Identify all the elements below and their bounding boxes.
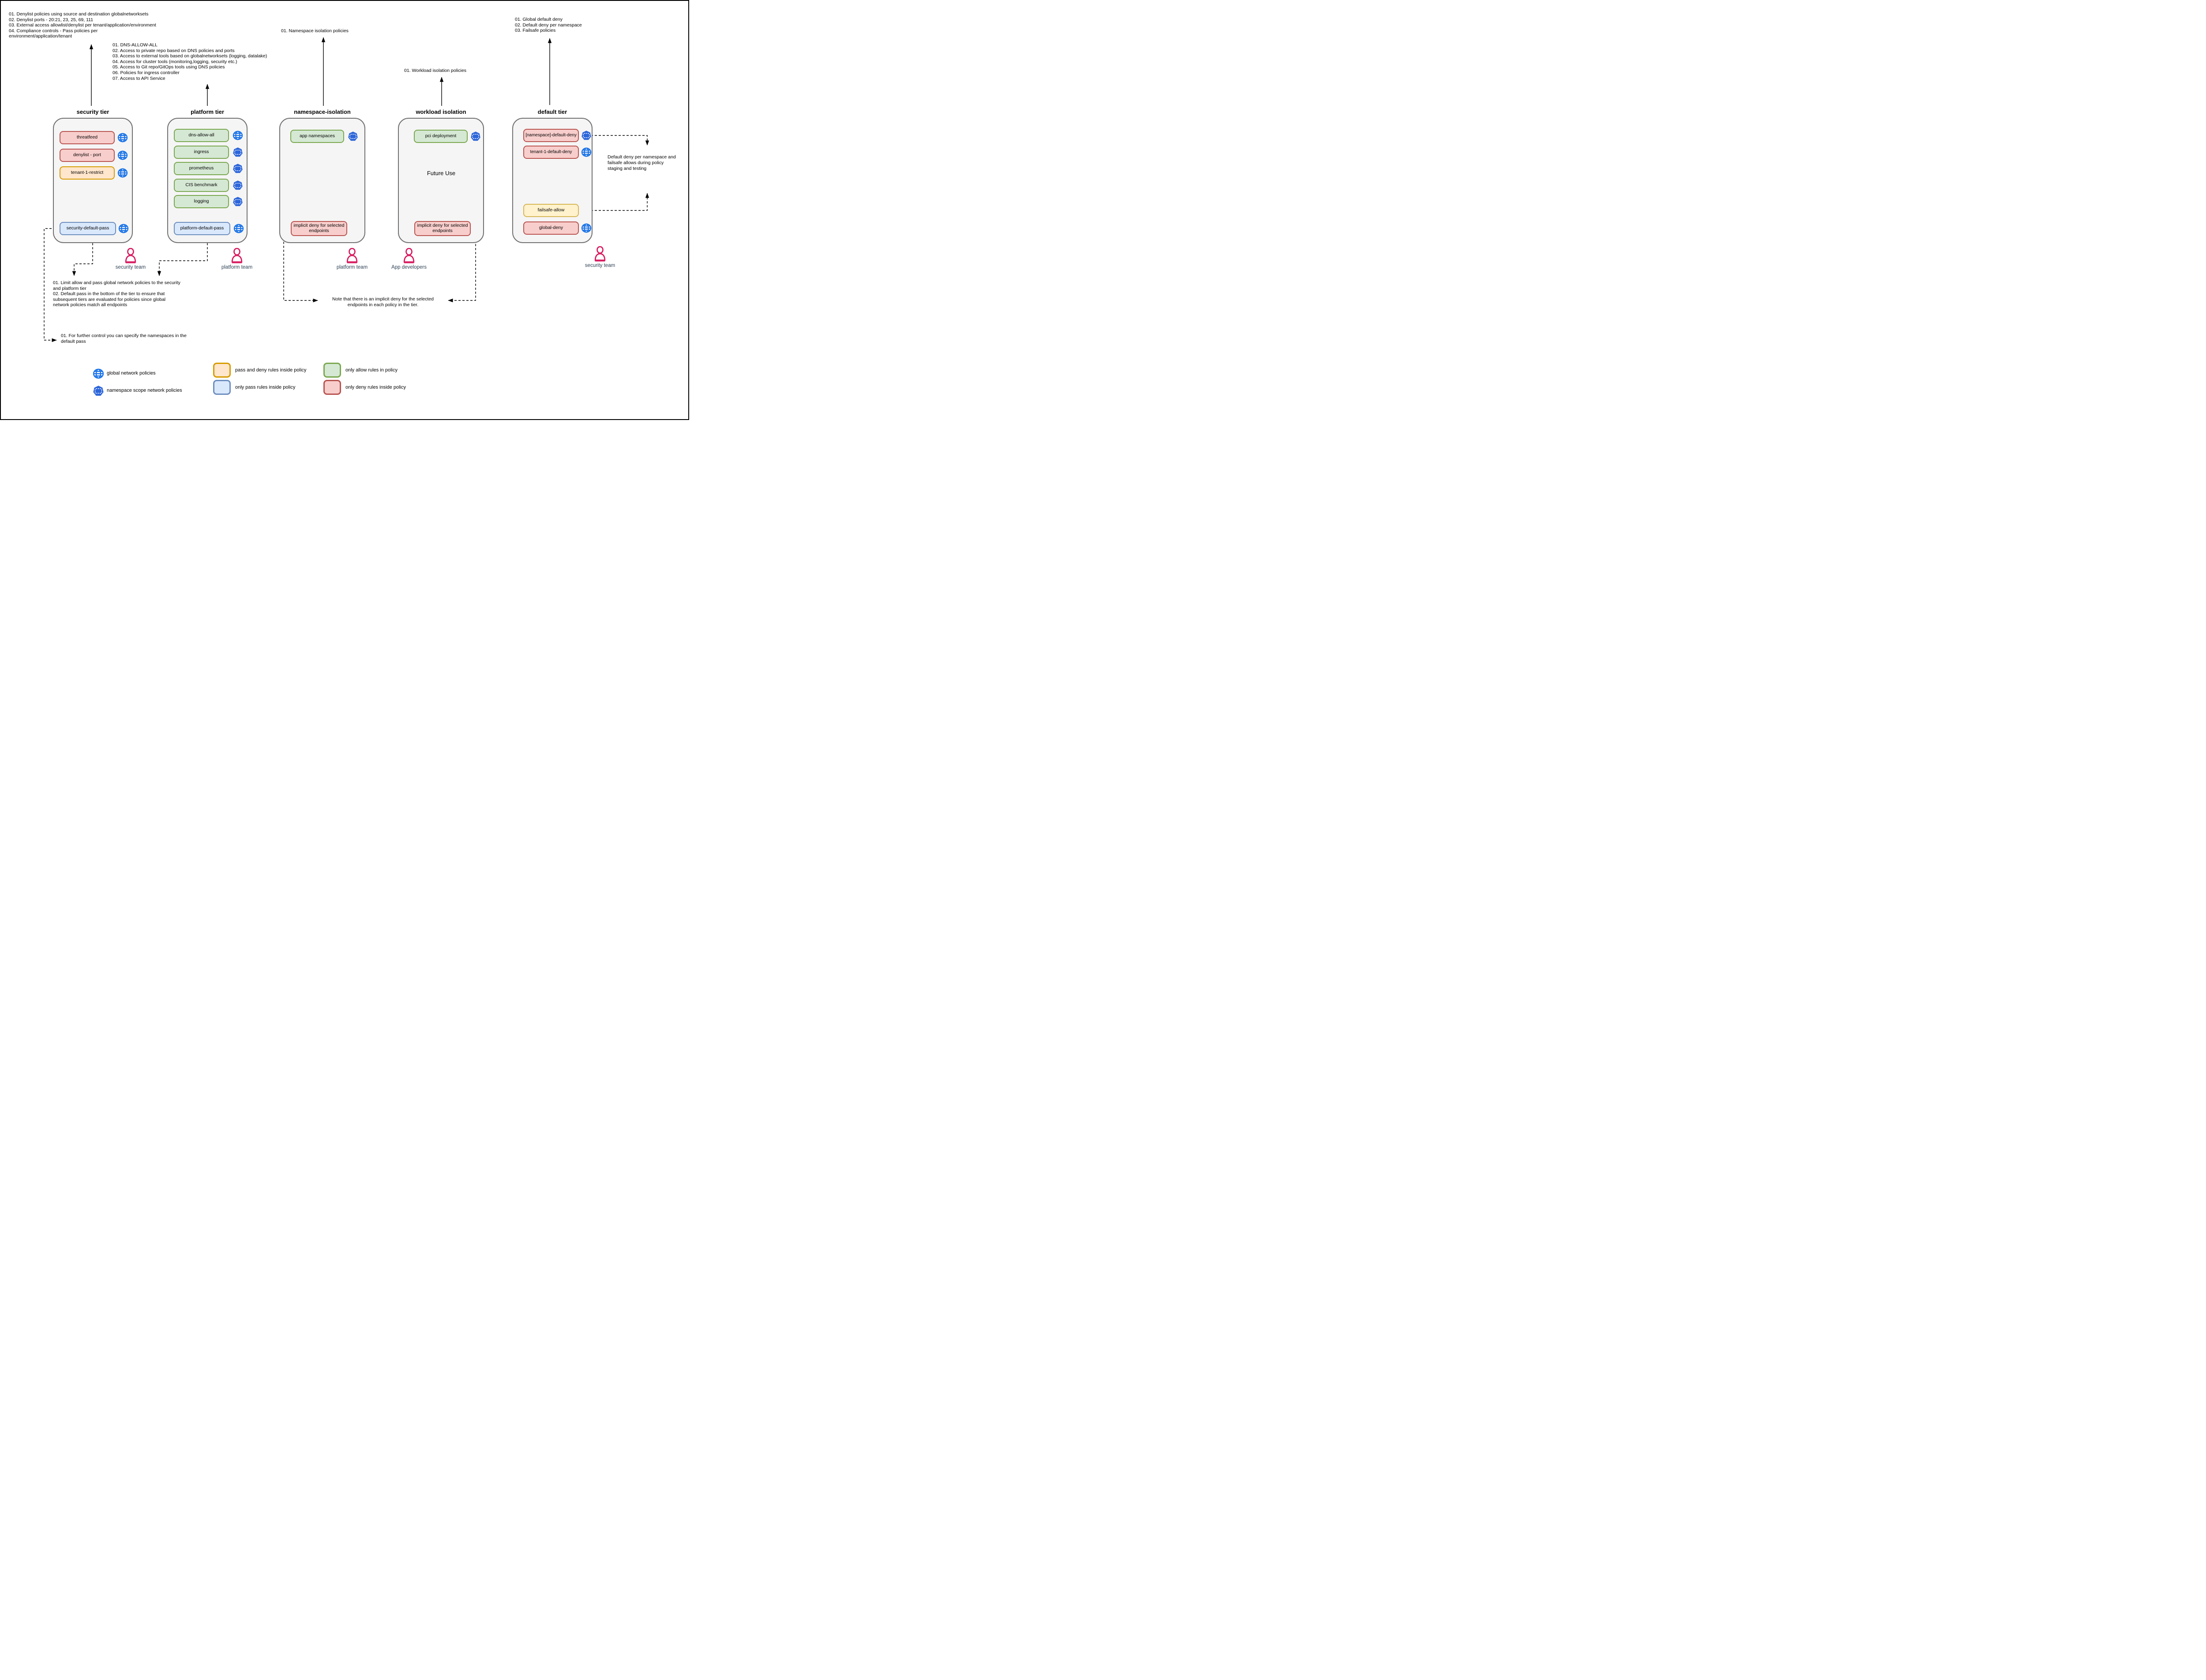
legend-swatch-pass-and-deny: [213, 363, 231, 378]
globe-icon: [93, 368, 104, 379]
dashed-ns-implicit-deny-to-note: [283, 229, 318, 303]
namespace-policy-icon: [470, 131, 481, 142]
workload-isolation-annotation: 01. Workload isolation policies: [404, 68, 467, 73]
policy-prometheus: prometheus: [174, 162, 229, 175]
platform-tier-title: platform tier: [191, 109, 224, 115]
team-label-app-developers: App developers: [391, 265, 427, 270]
policy-wl-implicit-deny: implicit deny for selected endpoints: [414, 221, 471, 236]
dashed-wl-implicit-deny-to-note: [448, 229, 476, 303]
globe-icon: [118, 223, 129, 234]
namespace-policy-icon: [233, 147, 243, 158]
policy-app-namespaces: app namespaces: [290, 130, 344, 143]
legend-swatch-only-pass: [213, 380, 231, 395]
namespace-policy-icon: [581, 130, 592, 141]
globe-icon: [233, 223, 244, 234]
team-label-security-left: security team: [115, 265, 146, 270]
security-tier-annotation: 01. Denylist policies using source and d…: [9, 11, 156, 39]
policy-global-deny: global-deny: [523, 221, 579, 235]
globe-icon: [233, 130, 243, 141]
legend-swatch-only-allow: [323, 363, 341, 378]
namespace-policy-icon: [348, 131, 358, 142]
policy-security-default-pass: security-default-pass: [60, 222, 116, 235]
policy-pci-deployment: pci deployment: [414, 130, 468, 143]
legend-only-pass: only pass rules inside policy: [235, 385, 296, 390]
staging-testing-note: Default deny per namespace and failsafe …: [608, 154, 676, 171]
person-icon: [345, 248, 359, 264]
namespace-policy-icon: [233, 180, 243, 191]
legend-only-deny: only deny rules inside policy: [345, 385, 406, 390]
dashed-failsafe-to-staging-note: [579, 193, 649, 211]
platform-tier-annotation: 01. DNS-ALLOW-ALL 02. Access to private …: [113, 42, 267, 81]
legend-only-allow: only allow rules in policy: [345, 368, 398, 373]
policy-cis-benchmark: CIS benchmark: [174, 179, 229, 192]
person-icon: [124, 248, 138, 264]
network-policy-tiers-diagram: 01. Denylist policies using source and d…: [0, 0, 689, 420]
team-label-platform-left: platform team: [221, 265, 253, 270]
default-tier-annotation: 01. Global default deny 02. Default deny…: [515, 17, 582, 34]
dashed-ns-default-deny-to-staging-note: [579, 135, 649, 146]
legend-global-policies: global network policies: [107, 371, 156, 376]
globe-icon: [117, 168, 128, 178]
person-icon: [230, 248, 244, 264]
legend-pass-and-deny: pass and deny rules inside policy: [235, 368, 307, 373]
default-tier-title: default tier: [537, 109, 567, 115]
legend-namespace-policies: namespace scope network policies: [107, 388, 182, 393]
policy-platform-default-pass: platform-default-pass: [174, 222, 230, 235]
security-tier-title: security tier: [76, 109, 109, 115]
policy-tenant-1-default-deny: tenant-1-default-deny: [523, 146, 579, 159]
limit-allow-pass-note: 01. Limit allow and pass global network …: [53, 280, 180, 308]
policy-ingress: ingress: [174, 146, 229, 159]
globe-icon: [117, 150, 128, 161]
connector-lines: [44, 37, 649, 342]
team-label-platform-right: platform team: [336, 265, 368, 270]
policy-namespace-default-deny: [namespace]-default-deny: [523, 129, 579, 142]
team-label-security-right: security team: [585, 263, 615, 268]
workload-isolation-tier-title: workload isolation: [416, 109, 466, 115]
further-control-note: 01. For further control you can specify …: [61, 333, 187, 344]
namespace-isolation-tier-title: namespace-isolation: [294, 109, 351, 115]
person-icon: [402, 248, 416, 264]
policy-denylist-port: denylist - port: [60, 149, 115, 162]
policy-ns-implicit-deny: implicit deny for selected endpoints: [291, 221, 347, 236]
policy-logging: logging: [174, 195, 229, 208]
dashed-platform-tier-to-limit-note: [157, 243, 208, 276]
policy-failsafe-allow: failsafe-allow: [523, 204, 579, 217]
namespace-policy-icon: [233, 196, 243, 207]
future-use-label: Future Use: [427, 170, 456, 176]
namespace-isolation-annotation: 01. Namespace isolation policies: [281, 28, 349, 34]
dashed-security-pass-to-further-note: [44, 228, 60, 342]
namespace-policy-icon: [93, 385, 104, 397]
policy-threatfeed: threatfeed: [60, 131, 115, 144]
policy-dns-allow-all: dns-allow-all: [174, 129, 229, 142]
policy-tenant-1-restrict: tenant-1-restrict: [60, 166, 115, 180]
implicit-deny-note: Note that there is an implicit deny for …: [332, 296, 434, 308]
person-icon: [593, 246, 607, 262]
globe-icon: [581, 147, 592, 158]
globe-icon: [581, 223, 592, 233]
globe-icon: [117, 132, 128, 143]
dashed-security-tier-to-limit-note: [72, 243, 93, 276]
legend-swatch-only-deny: [323, 380, 341, 395]
namespace-policy-icon: [233, 163, 243, 174]
